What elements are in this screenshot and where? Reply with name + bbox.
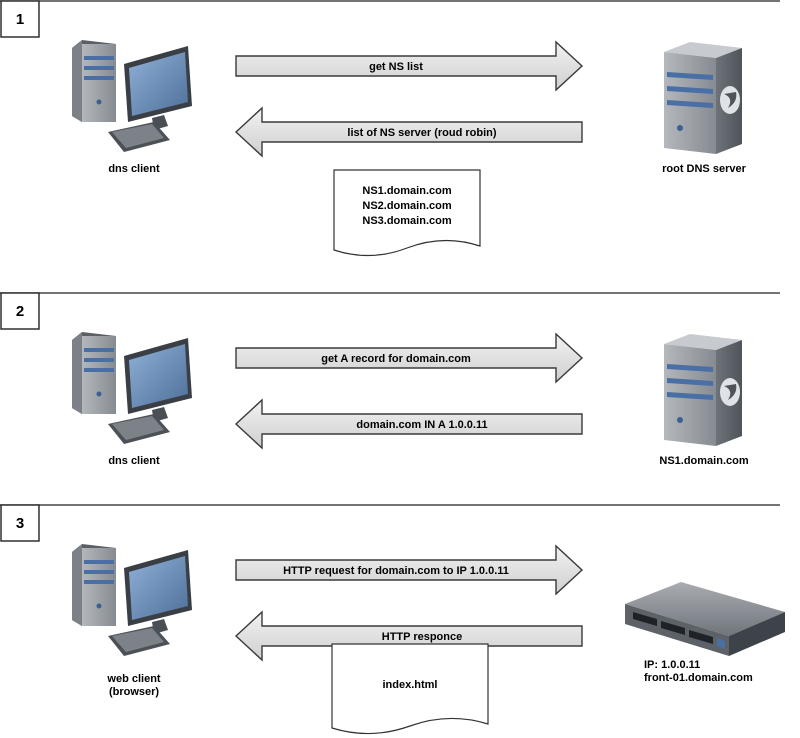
document-line: NS1.domain.com	[362, 185, 451, 197]
step-number-box	[0, 504, 40, 542]
step-number: 1	[16, 11, 24, 28]
section-2: 2 dns client get A record for domain.com do…	[0, 292, 780, 467]
desktop-computer-icon	[72, 544, 192, 656]
step-number-box	[0, 292, 40, 330]
step-number: 3	[16, 515, 24, 532]
client-label: dns client	[108, 455, 160, 467]
section-1: 1 dns client get NS list list of NS server …	[0, 0, 780, 257]
client-label: web client	[106, 673, 161, 685]
response-arrow-shape	[234, 398, 583, 450]
desktop-computer-icon	[72, 332, 192, 444]
rack-server-icon	[625, 582, 785, 656]
request-arrow-label: get A record for domain.com	[321, 353, 471, 365]
client-label: dns client	[108, 163, 160, 175]
response-arrow-label: domain.com IN A 1.0.0.11	[356, 419, 487, 431]
response-arrow-shape	[234, 610, 583, 662]
document-icon: NS1.domain.comNS2.domain.comNS3.domain.c…	[333, 169, 481, 257]
client-label: (browser)	[109, 686, 159, 698]
server-label: NS1.domain.com	[659, 455, 748, 467]
request-arrow-label: HTTP request for domain.com to IP 1.0.0.…	[283, 565, 509, 577]
server-label: front-01.domain.com	[644, 672, 753, 684]
document-line: NS3.domain.com	[362, 215, 451, 227]
response-arrow-shape	[234, 106, 583, 158]
document-line: index.html	[382, 679, 437, 691]
request-arrow-shape	[235, 40, 584, 92]
response-arrow: domain.com IN A 1.0.0.11	[234, 398, 583, 450]
step-number: 2	[16, 303, 24, 320]
request-arrow-shape	[235, 332, 584, 384]
server-label: IP: 1.0.0.11	[644, 659, 700, 671]
response-arrow: HTTP responce	[234, 610, 583, 662]
server-label: root DNS server	[662, 163, 746, 175]
response-arrow: list of NS server (roud robin)	[234, 106, 583, 158]
document-icon: index.html	[331, 643, 489, 735]
request-arrow: get NS list	[235, 40, 584, 92]
request-arrow: HTTP request for domain.com to IP 1.0.0.…	[235, 544, 584, 596]
request-arrow-shape	[235, 544, 584, 596]
request-arrow-label: get NS list	[369, 61, 423, 73]
request-arrow: get A record for domain.com	[235, 332, 584, 384]
step-number-box	[0, 0, 40, 38]
tower-server-icon	[664, 334, 742, 446]
document-line: NS2.domain.com	[362, 200, 451, 212]
desktop-computer-icon	[72, 40, 192, 152]
tower-server-icon	[664, 42, 742, 154]
response-arrow-label: list of NS server (roud robin)	[347, 127, 496, 139]
section-3: 3 web client(browser) HTTP request for dom…	[0, 504, 785, 735]
response-arrow-label: HTTP responce	[382, 631, 463, 643]
